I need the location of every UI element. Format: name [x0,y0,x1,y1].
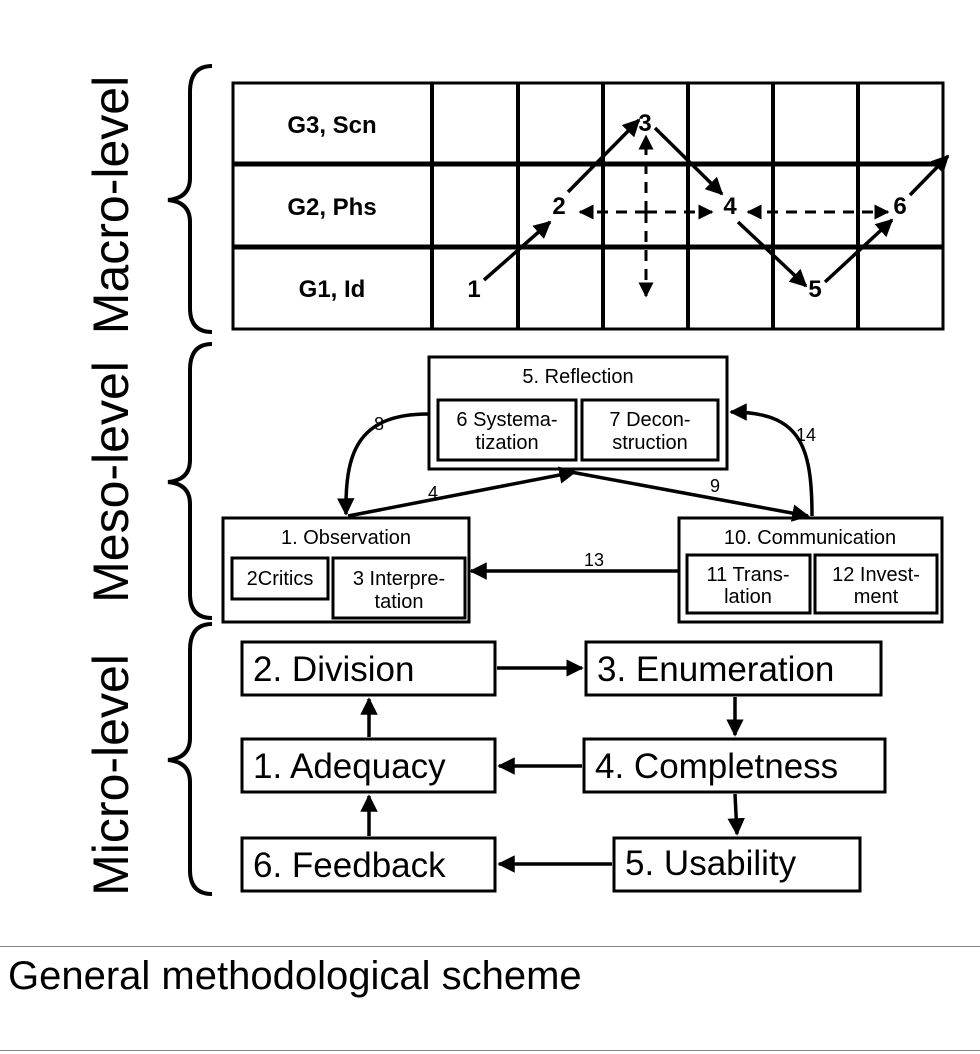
arrow-4 [347,466,577,518]
arrow-8 [336,412,429,516]
macro-level-label: Macro-level [83,76,139,334]
interpretation-label-line2: tation [375,591,424,613]
systematization-label-line1: 6 Systema- [456,409,557,431]
systematization-label-line2: tization [475,432,538,454]
grid-row-label-g2: G2, Phs [287,194,376,221]
adequacy-label: 1. Adequacy [253,747,446,786]
trajectory-point-6: 6 [893,193,906,220]
arrow-label-9: 9 [710,476,720,496]
adequacy-box [240,737,497,794]
arrow-9 [559,468,810,522]
usability-box [612,836,862,893]
trajectory-point-5: 5 [808,276,821,303]
investment-label-line2: ment [854,586,899,608]
enumeration-label: 3. Enumeration [597,650,834,689]
meso-brace [167,342,213,620]
micro-brace [167,622,213,896]
methodological-scheme-diagram: Macro-level Meso-level Micro-level G3, S… [83,64,950,896]
translation-label-line2: lation [724,586,772,608]
feedback-box [240,836,497,893]
division-label: 2. Division [253,650,414,689]
interpretation-label-line1: 3 Interpre- [353,568,445,590]
figure-caption: General methodological scheme [8,954,582,998]
reflection-title: 5. Reflection [522,366,633,388]
critics-label: 2Critics [247,568,314,590]
meso-level-label: Meso-level [83,361,139,603]
macro-dashed-links [578,134,890,298]
arrow-label-4: 4 [428,483,438,503]
meso-arrows [336,403,814,580]
arrow-label-8: 8 [374,414,384,434]
arrow-label-14: 14 [796,425,816,445]
macro-brace [167,64,213,334]
grid-row-label-g3: G3, Scn [287,112,376,139]
micro-level-label: Micro-level [83,654,139,896]
trajectory-point-2: 2 [552,193,565,220]
trajectory-point-3: 3 [638,110,651,137]
trajectory-point-1: 1 [467,276,480,303]
completeness-box [582,737,887,794]
macro-trajectory [482,118,950,288]
macro-grid [231,81,945,331]
grid-row-label-g1: G1, Id [299,276,366,303]
observation-title: 1. Observation [281,527,411,549]
arrow-14 [729,403,814,517]
translation-label-line1: 11 Trans- [707,564,790,586]
micro-arrows [360,659,745,873]
feedback-label: 6. Feedback [253,846,446,885]
deconstruction-label-line1: 7 Decon- [609,409,690,431]
completeness-label: 4. Completness [595,747,838,786]
investment-label-line1: 12 Invest- [832,564,920,586]
micro-boxes [240,640,887,893]
communication-box: 10. Communication 11 Trans- lation 12 In… [677,516,944,624]
deconstruction-label-line2: struction [612,432,688,454]
arrow-label-13: 13 [584,550,604,570]
reflection-box: 5. Reflection 6 Systema- tization 7 Deco… [427,355,729,471]
usability-label: 5. Usability [625,844,797,883]
observation-box: 1. Observation 2Critics 3 Interpre- tati… [221,516,471,624]
division-box [240,640,497,697]
caption-top-divider [0,946,980,947]
communication-title: 10. Communication [724,527,896,549]
enumeration-box [584,640,883,697]
caption-bottom-divider [0,1050,980,1051]
trajectory-point-4: 4 [723,193,737,220]
